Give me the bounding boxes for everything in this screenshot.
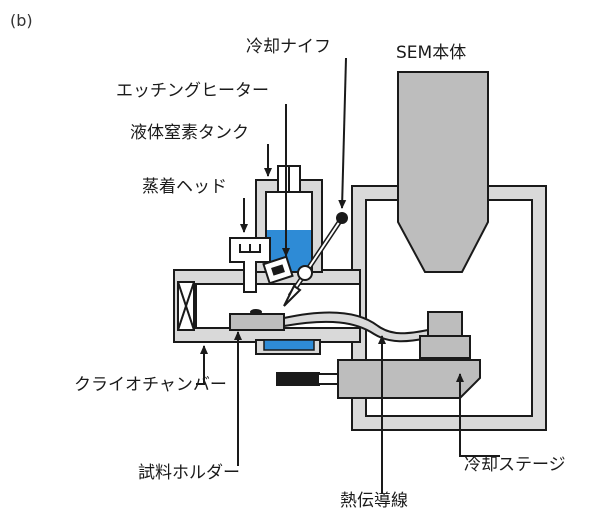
label-ln2-tank: 液体窒素タンク (130, 123, 249, 143)
label-sem-body: SEM本体 (396, 43, 466, 63)
label-thermal-wire: 熱伝導線 (340, 491, 408, 511)
cryo-chamber (173, 269, 361, 343)
sem-body (397, 71, 489, 273)
leader-lines (196, 57, 500, 494)
etching-heater (262, 255, 294, 285)
label-evaporation-head: 蒸着ヘッド (142, 177, 227, 197)
panel-label: (b) (10, 11, 33, 30)
evaporation-head (229, 237, 271, 293)
ln2-reservoir (255, 339, 321, 355)
cooling-knife (283, 212, 348, 307)
label-cryo-chamber: クライオチャンバー (74, 375, 227, 395)
cooling-stage (276, 311, 481, 399)
sem-frame (351, 185, 547, 431)
label-sample-holder: 試料ホルダー (138, 463, 240, 483)
label-cooling-stage: 冷却ステージ (464, 455, 566, 475)
label-etching-heater: エッチングヒーター (116, 81, 269, 101)
label-cooling-knife: 冷却ナイフ (246, 37, 331, 57)
